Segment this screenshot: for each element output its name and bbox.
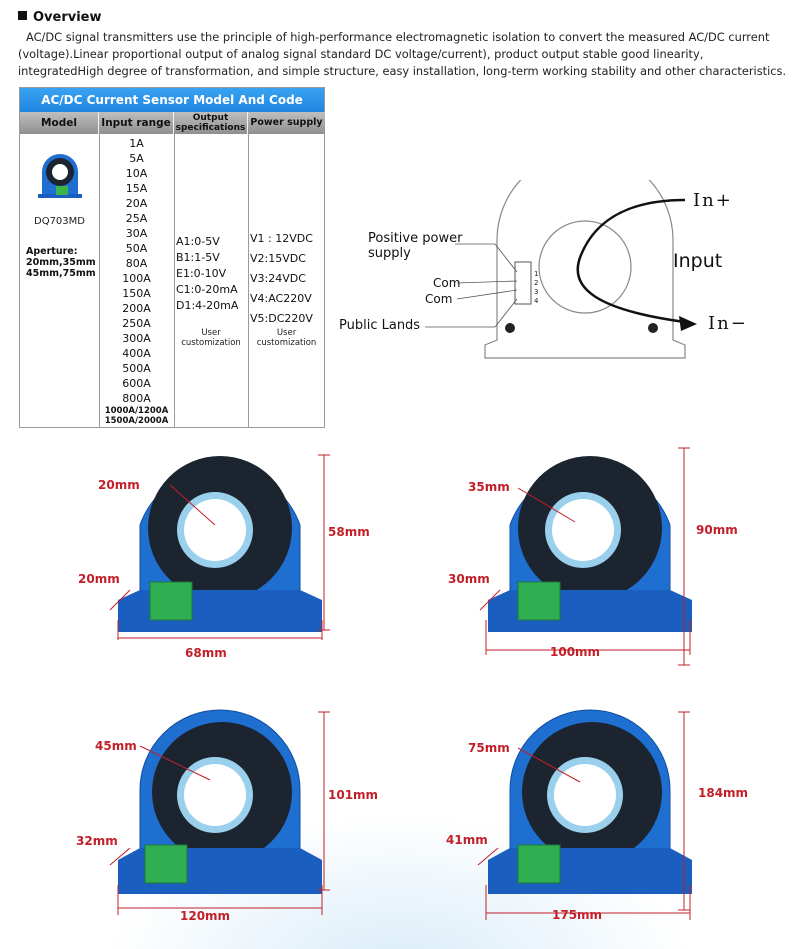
aperture-dimension: 75mm [468, 741, 510, 755]
header-input-range: Input range [99, 112, 174, 134]
sensor-photo-drawing [109, 709, 330, 915]
aperture-dimension: 35mm [468, 480, 510, 494]
width-dimension: 68mm [185, 646, 227, 660]
pin-label: 4 [534, 297, 539, 305]
aperture-line: 20mm,35mm [26, 257, 96, 268]
height-dimension: 58mm [328, 525, 370, 539]
custom-line: customization [181, 338, 241, 348]
power-item: V2:15VDC [250, 252, 306, 265]
table-title: AC/DC Current Sensor Model And Code [20, 88, 324, 112]
sensor-photo-drawing [477, 709, 692, 920]
output-item: E1:0-10V [176, 267, 227, 280]
positive-power-label: supply [368, 246, 411, 261]
sensor-thumbnail-image [38, 154, 82, 198]
range-item: 5A [129, 152, 144, 165]
column-divider [99, 134, 100, 427]
positive-power-label: Positive power [368, 231, 463, 246]
depth-dimension: 20mm [78, 572, 120, 586]
range-item: 100A [122, 272, 151, 285]
range-item: 15A [125, 182, 148, 195]
range-item: 500A [122, 362, 151, 375]
output-item: B1:1-5V [176, 251, 220, 264]
input-label: Input [673, 250, 723, 272]
wiring-diagram: 1 2 3 4 Positive power supply Com Com Pu… [335, 180, 765, 370]
range-item: 600A [122, 377, 151, 390]
power-item: V4:AC220V [250, 292, 312, 305]
range-item: 300A [122, 332, 151, 345]
range-item: 400A [122, 347, 151, 360]
width-dimension: 100mm [550, 645, 601, 659]
sensor-photo-75mm: 75mm 41mm 184mm 175mm [400, 700, 800, 940]
output-customization: User customization [174, 328, 248, 348]
model-name: DQ703MD [34, 216, 85, 227]
aperture-line: Aperture: [26, 246, 78, 257]
power-customization: User customization [248, 328, 325, 348]
range-item: 80A [125, 257, 148, 270]
header-output: Output specifications [174, 112, 248, 134]
bullet-square-icon [18, 11, 27, 20]
header-power: Power supply [248, 112, 325, 134]
output-list: A1:0-5V B1:1-5V E1:0-10V C1:0-20mA D1:4-… [176, 234, 238, 314]
sensor-photo-20mm: 20mm 20mm 58mm 68mm [0, 440, 400, 670]
range-item: 200A [122, 302, 151, 315]
com-label: Com [433, 276, 461, 290]
range-item: 20A [125, 197, 148, 210]
power-item: V5:DC220V [250, 312, 313, 325]
custom-line: customization [256, 338, 317, 348]
power-item: V3:24VDC [250, 272, 306, 285]
power-list: V1 : 12VDC V2:15VDC V3:24VDC V4:AC220V V… [250, 229, 313, 329]
output-item: C1:0-20mA [176, 283, 238, 296]
input-range-list: 1A 5A 10A 15A 20A 25A 30A 50A 80A 100A 1… [99, 136, 174, 426]
height-dimension: 90mm [696, 523, 738, 537]
sensor-photo-45mm: 45mm 32mm 101mm 120mm [0, 700, 400, 940]
aperture-dimension: 20mm [98, 478, 140, 492]
pin-label: 2 [534, 279, 538, 287]
depth-dimension: 30mm [448, 572, 490, 586]
overview-text: AC/DC signal transmitters use the princi… [18, 30, 787, 78]
pin-label: 3 [534, 288, 538, 296]
sensor-photo-drawing [479, 447, 692, 666]
custom-line: User [201, 328, 221, 338]
aperture-line: 45mm,75mm [26, 268, 96, 279]
power-item: V1 : 12VDC [250, 232, 313, 245]
com-label: Com [425, 292, 453, 306]
width-dimension: 175mm [552, 908, 603, 922]
aperture-note: Aperture: 20mm,35mm 45mm,75mm [26, 246, 96, 279]
range-item: 50A [125, 242, 148, 255]
range-item: 150A [122, 287, 151, 300]
depth-dimension: 41mm [446, 833, 488, 847]
aperture-dimension: 45mm [95, 739, 137, 753]
range-item: 250A [122, 317, 151, 330]
output-item: A1:0-5V [176, 235, 220, 248]
depth-dimension: 32mm [76, 834, 118, 848]
in-minus-label: In− [708, 313, 748, 334]
column-divider [174, 134, 175, 427]
overview-title: Overview [18, 10, 102, 25]
width-dimension: 120mm [180, 909, 231, 923]
public-lands-label: Public Lands [339, 318, 421, 333]
height-dimension: 101mm [328, 788, 379, 802]
custom-line: User [276, 328, 297, 338]
range-item: 1000A/1200A [104, 406, 169, 416]
height-dimension: 184mm [698, 786, 749, 800]
overview-title-text: Overview [33, 10, 102, 25]
output-item: D1:4-20mA [176, 299, 239, 312]
range-item: 800A [122, 392, 151, 405]
in-plus-label: In+ [693, 190, 733, 211]
range-item: 1A [129, 137, 144, 150]
range-item: 10A [125, 167, 148, 180]
wiring-diagram-drawing: 1 2 3 4 [425, 180, 697, 359]
model-code-table: AC/DC Current Sensor Model And Code Mode… [19, 87, 325, 428]
range-item: 30A [125, 227, 148, 240]
sensor-photo-35mm: 35mm 30mm 90mm 100mm [400, 440, 800, 670]
pin-label: 1 [534, 270, 538, 278]
range-item: 25A [125, 212, 148, 225]
header-model: Model [20, 112, 99, 134]
sensor-photo-drawing [109, 454, 330, 640]
range-item: 1500A/2000A [104, 416, 169, 426]
column-divider [248, 134, 249, 427]
